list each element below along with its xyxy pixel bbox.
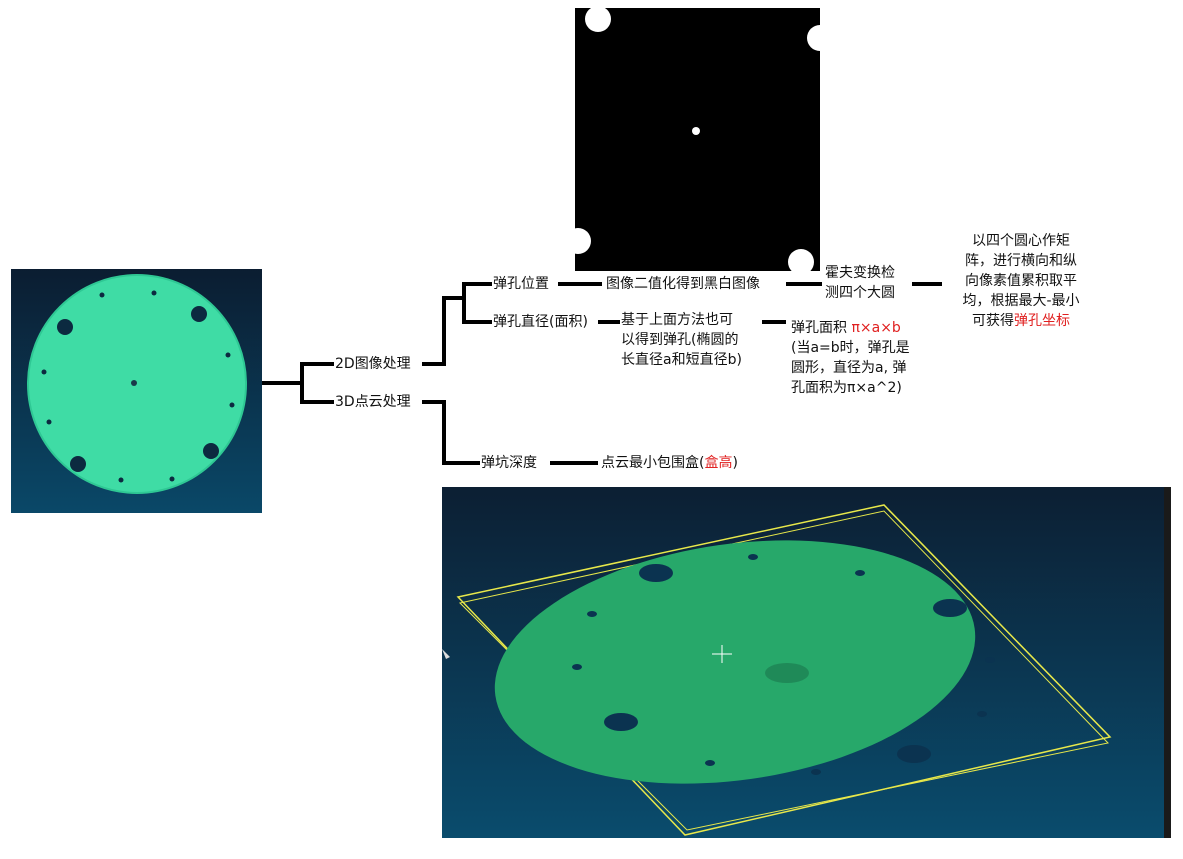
node-hough-line2: 测四个大圆 (825, 285, 895, 301)
node-binarize: 图像二值化得到黑白图像 (605, 274, 761, 294)
node-rect-line5-prefix: 可获得 (972, 313, 1014, 329)
node-area: 弹孔面积 π×a×b (当a=b时，弹孔是 圆形，直径为a, 弹 孔面积为π×a… (790, 318, 932, 398)
node-bbox-prefix: 点云最小包围盒( (601, 455, 705, 471)
node-bbox-highlight: 盒高 (704, 455, 733, 471)
node-rect-line5: 可获得弹孔坐标 (951, 311, 1091, 331)
point-cloud-3d-image (442, 487, 1171, 838)
node-rect-line4: 均，根据最大-最小 (962, 293, 1080, 309)
target-2d-image (11, 269, 262, 513)
node-area-line3: 孔面积为π×a^2) (791, 380, 902, 396)
node-area-prefix: 弹孔面积 (791, 320, 852, 336)
node-area-line2: 圆形，直径为a, 弹 (791, 360, 907, 376)
node-rect-line2: 阵，进行横向和纵 (965, 253, 1077, 269)
node-area-line1: (当a=b时，弹孔是 (791, 340, 910, 356)
node-hole-diameter: 弹孔直径(面积) (492, 312, 589, 332)
node-rect-line5-highlight: 弹孔坐标 (1014, 313, 1070, 329)
node-rect-line3: 向像素值累积取平 (965, 273, 1077, 289)
node-ellipse-line1: 基于上面方法也可 (621, 312, 733, 328)
node-3d-processing: 3D点云处理 (334, 392, 412, 412)
node-bbox-suffix: ) (732, 455, 738, 471)
node-ellipse-line3: 长直径a和短直径b) (621, 352, 742, 368)
node-hole-position: 弹孔位置 (492, 274, 550, 294)
node-hough-line1: 霍夫变换检 (825, 265, 895, 281)
node-hough: 霍夫变换检 测四个大圆 (824, 263, 912, 303)
node-area-formula: π×a×b (851, 320, 901, 336)
node-rect-projection: 以四个圆心作矩 阵，进行横向和纵 向像素值累积取平 均，根据最大-最小 可获得弹… (950, 231, 1092, 331)
node-ellipse: 基于上面方法也可 以得到弹孔(椭圆的 长直径a和短直径b) (620, 310, 762, 370)
node-area-line0: 弹孔面积 π×a×b (791, 318, 931, 338)
node-bounding-box: 点云最小包围盒(盒高) (600, 453, 739, 473)
node-ellipse-line2: 以得到弹孔(椭圆的 (621, 332, 739, 348)
node-rect-line1: 以四个圆心作矩 (972, 233, 1070, 249)
node-2d-processing: 2D图像处理 (334, 354, 412, 374)
node-crater-depth: 弹坑深度 (480, 453, 538, 473)
binary-image (575, 8, 820, 271)
